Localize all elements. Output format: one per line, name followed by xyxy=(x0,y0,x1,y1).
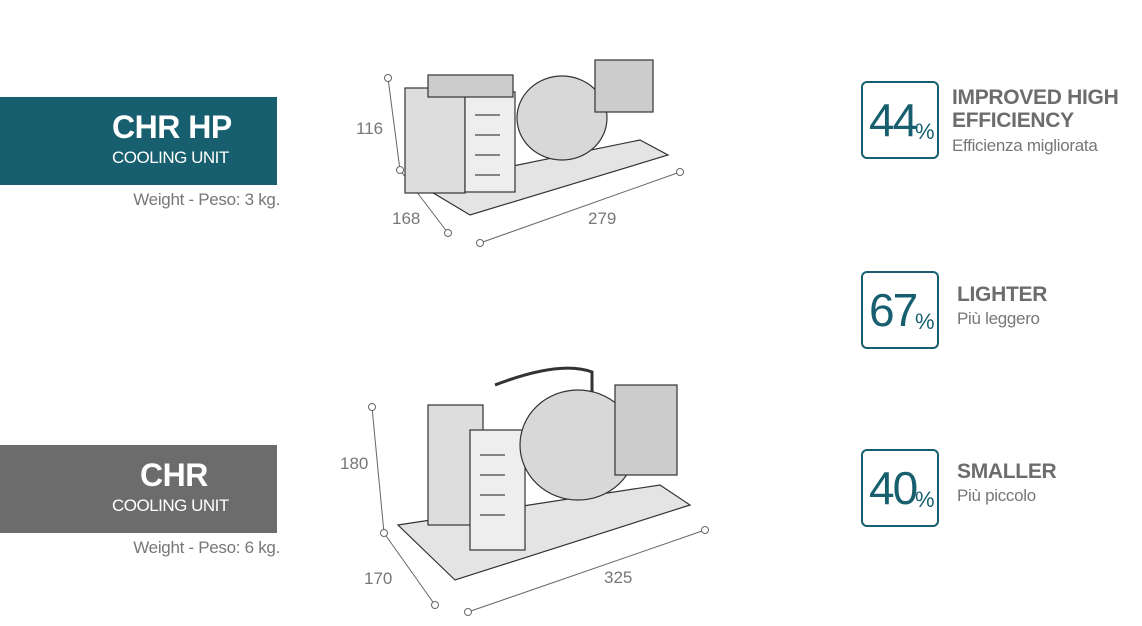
product-weight: Weight - Peso: 3 kg. xyxy=(133,190,280,209)
stat-subtitle: Più piccolo xyxy=(957,486,1036,505)
product-subtitle: COOLING UNIT xyxy=(112,496,229,515)
product-banner-chr-hp: CHR HP COOLING UNIT xyxy=(0,97,277,185)
dimension-height: 116 xyxy=(356,119,384,138)
stat-unit: % xyxy=(915,119,935,144)
product-name: CHR HP xyxy=(112,109,232,145)
dimension-width: 279 xyxy=(588,209,617,228)
stat-title: LIGHTER xyxy=(957,283,1048,306)
stat-value: 44 xyxy=(869,94,918,146)
product-subtitle: COOLING UNIT xyxy=(112,148,229,167)
stat-box-efficiency: 44% xyxy=(861,81,939,159)
dimension-depth: 168 xyxy=(392,209,421,228)
stat-subtitle: Più leggero xyxy=(957,309,1040,328)
product-weight: Weight - Peso: 6 kg. xyxy=(133,538,280,557)
stat-value: 67 xyxy=(869,284,918,336)
chr-hp-unit-drawing xyxy=(404,59,670,216)
stat-box-lighter: 67% xyxy=(861,271,939,349)
stat-value: 40 xyxy=(869,462,918,514)
stat-box-smaller: 40% xyxy=(861,449,939,527)
dimension-depth: 170 xyxy=(364,569,393,588)
stat-unit: % xyxy=(915,487,935,512)
dimension-lines xyxy=(368,74,709,616)
dimension-height: 180 xyxy=(340,454,369,473)
stat-unit: % xyxy=(915,309,935,334)
stat-title: IMPROVED HIGH EFFICIENCY xyxy=(952,86,1119,132)
stat-subtitle: Efficienza migliorata xyxy=(952,136,1098,155)
product-banner-chr: CHR COOLING UNIT xyxy=(0,445,277,533)
chr-unit-drawing xyxy=(396,366,692,581)
dimension-width: 325 xyxy=(604,568,633,587)
stat-title: SMALLER xyxy=(957,460,1057,483)
product-name: CHR xyxy=(140,457,208,493)
